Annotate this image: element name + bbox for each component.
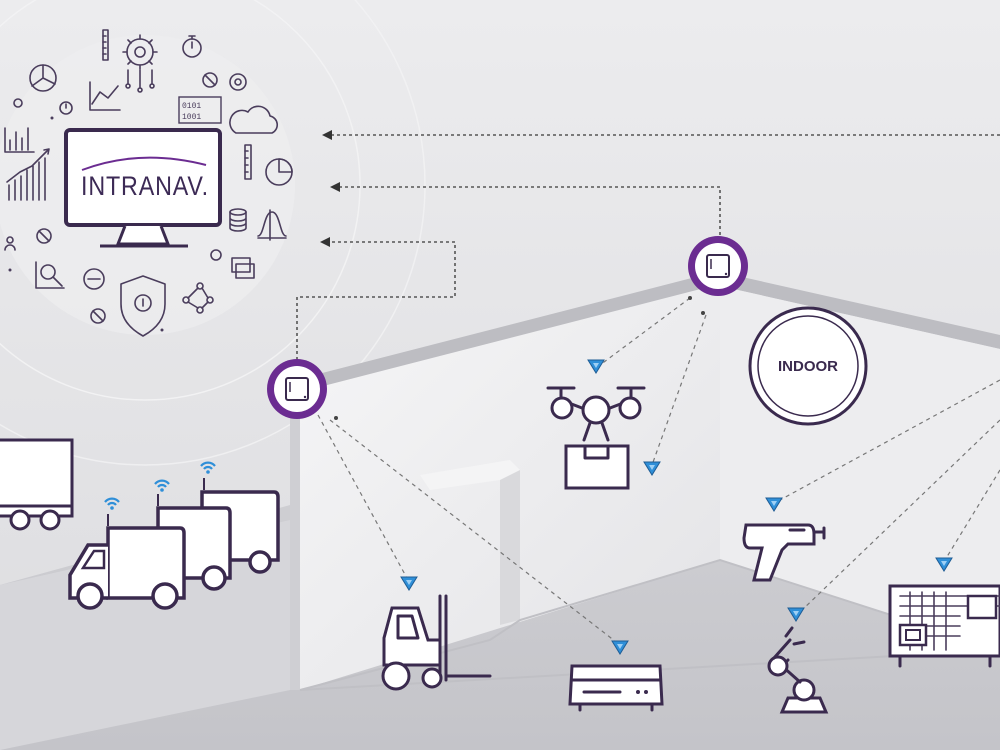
- shield-icon: [120, 275, 166, 337]
- agv-icon: [568, 664, 664, 712]
- block-bottom-icon: [90, 308, 106, 324]
- bell-curve-icon: [257, 209, 287, 241]
- truck-icon-partial: [0, 438, 74, 531]
- bar-chart-icon: [4, 127, 35, 153]
- line-chart-icon: [89, 81, 121, 111]
- container-icon: [888, 584, 1000, 668]
- cog-icon: [210, 249, 222, 261]
- robot-arm-icon: [767, 626, 829, 714]
- gear-icon: [122, 34, 158, 93]
- database-icon: [229, 208, 247, 232]
- network-icon: [182, 282, 214, 314]
- ruler-right-icon: [244, 144, 252, 180]
- settings-icon: [229, 73, 247, 91]
- analytics-icons: 0101 1001: [4, 29, 293, 337]
- cloud-icon: [229, 105, 278, 134]
- indoor-zone-badge: INDOOR: [748, 306, 868, 426]
- arrow-icons: [320, 130, 340, 247]
- documents-icon: [231, 257, 255, 279]
- signal-lines: [317, 297, 1000, 646]
- user-icon: [4, 236, 16, 251]
- wifi-signal-icon: [103, 461, 217, 526]
- stopwatch-icon: [182, 35, 202, 58]
- anchor-dots: [334, 296, 705, 420]
- magnifier-icon: [35, 261, 65, 289]
- timer-icon: [59, 101, 73, 115]
- binary-code-icon: 0101 1001: [178, 96, 222, 124]
- ruler-icon: [102, 29, 109, 61]
- pie-chart-icon: [29, 64, 57, 92]
- drone-icon: [546, 386, 646, 490]
- compass-icon: [13, 98, 23, 108]
- growth-chart-icon: [6, 148, 50, 201]
- block-icon: [202, 72, 218, 88]
- anchor-beacon-right: [688, 236, 748, 296]
- indoor-label: INDOOR: [778, 358, 838, 375]
- forklift-icon: [381, 594, 492, 691]
- svg-text:0101: 0101: [182, 102, 201, 111]
- svg-text:1001: 1001: [182, 113, 201, 122]
- pie-chart-right-icon: [265, 158, 293, 186]
- truck-icon-front: [68, 526, 186, 610]
- no-entry-icon: [36, 228, 52, 244]
- clock-24-icon: [83, 268, 105, 290]
- data-connections: [296, 134, 1000, 360]
- monitor-icon: INTRANAV.: [64, 128, 222, 248]
- drill-icon: [742, 523, 826, 582]
- anchor-beacon-left: [267, 359, 327, 419]
- brand-logo: INTRANAV.: [81, 171, 209, 201]
